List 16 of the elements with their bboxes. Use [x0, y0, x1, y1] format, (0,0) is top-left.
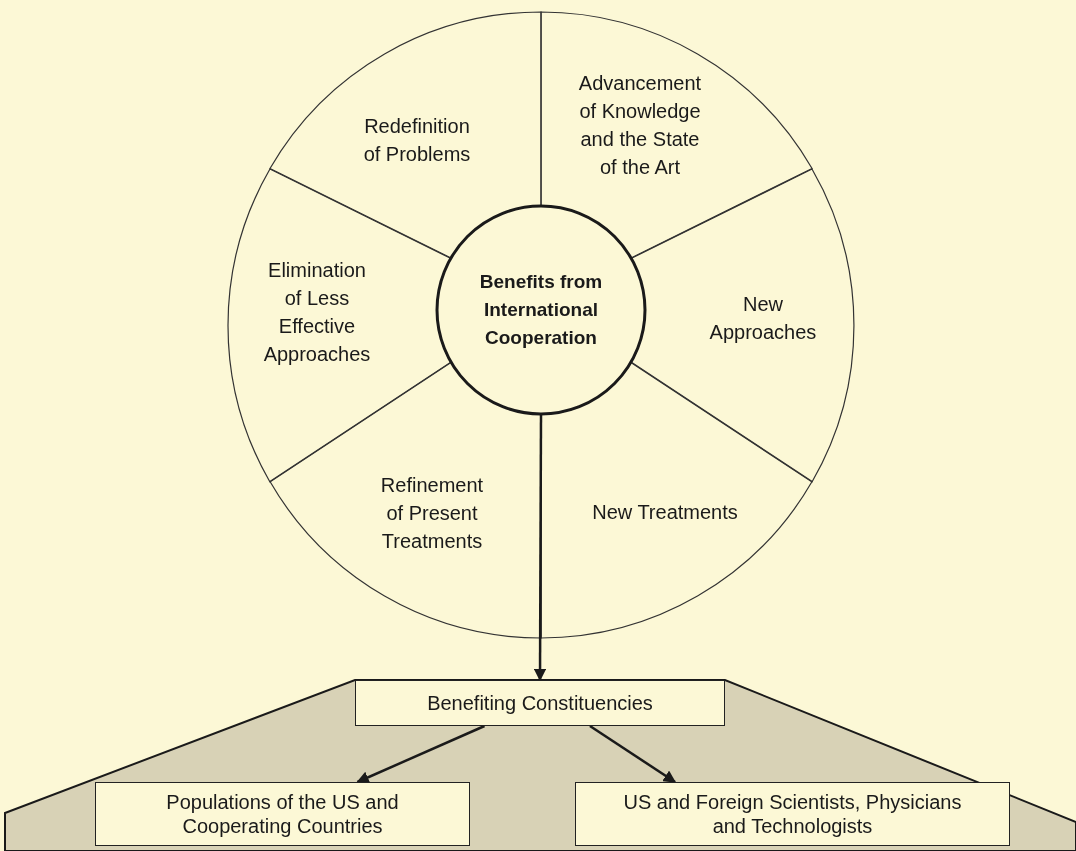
segment-label: New Treatments — [591, 500, 739, 525]
segment-label: Refinement of Present Treatments — [379, 473, 485, 554]
segment-label: Elimination of Less Effective Approaches — [262, 258, 372, 367]
process-box — [95, 782, 470, 846]
box-label: US and Foreign Scientists, Physicians and Technologists — [622, 790, 963, 838]
box-label: Benefiting Constituencies — [427, 691, 653, 715]
hub-label: Benefits from International Cooperation — [478, 270, 604, 350]
process-box — [355, 680, 725, 726]
segment-label: Redefinition of Problems — [362, 114, 472, 167]
segment-label: Advancement of Knowledge and the State of the Art — [577, 71, 703, 180]
segment-label: New Approaches — [708, 292, 818, 345]
box-label: Populations of the US and Cooperating Countries — [165, 790, 400, 838]
arrow — [533, 414, 547, 682]
process-box — [575, 782, 1010, 846]
arrow — [589, 724, 677, 784]
arrow — [356, 724, 485, 784]
